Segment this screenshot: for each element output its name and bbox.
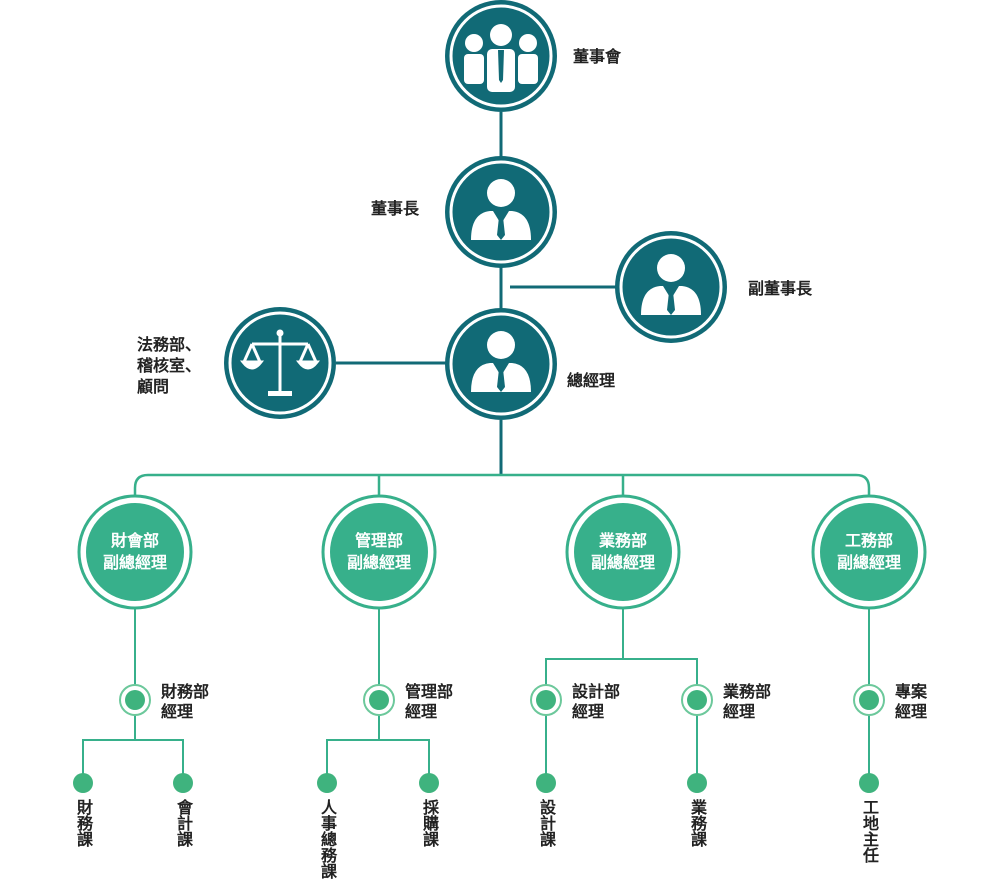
manager-admin-label: 管理部 經理: [405, 682, 454, 721]
section-nodes: [73, 773, 879, 793]
manager-finance-label: 財務部 經理: [161, 682, 210, 721]
scales-icon: [239, 329, 321, 396]
manager-design-label: 設計部 經理: [572, 682, 621, 721]
legal-label: 法務部、 稽核室、 顧問: [137, 335, 202, 396]
manager-sales-label: 業務部 經理: [723, 682, 772, 721]
section-finance-label: 財務課: [74, 799, 93, 847]
vp-sales-name: 業務部 副總經理: [590, 531, 655, 572]
chairman-label: 董事長: [371, 199, 420, 218]
manager-project-label: 專案 經理: [895, 682, 928, 721]
businessman-icon: [471, 179, 531, 240]
vp-connectors: [133, 473, 871, 497]
vp-circles: [77, 494, 927, 610]
section-site-label: 工地主任: [860, 799, 879, 863]
vice-chairman-label: 副董事長: [748, 279, 813, 298]
section-accounting-label: 會計課: [174, 799, 193, 847]
legal-node: [224, 307, 336, 419]
vp-admin-name: 管理部 副總經理: [346, 531, 411, 572]
businessman-icon: [641, 254, 701, 315]
gm-node: [445, 308, 557, 420]
manager-nodes: [119, 684, 885, 716]
gm-label: 總經理: [567, 371, 616, 390]
vp-engineering-name: 工務部 副總經理: [836, 531, 901, 572]
section-sales-label: 業務課: [688, 799, 707, 847]
vice-chairman-node: [615, 231, 727, 343]
board-node: [445, 0, 557, 112]
board-label: 董事會: [573, 47, 622, 66]
people-group-icon: [464, 24, 538, 92]
businessman-icon: [471, 331, 531, 392]
top-connectors: [336, 112, 620, 475]
chairman-node: [445, 156, 557, 268]
vp-finance-name: 財會部 副總經理: [102, 531, 167, 572]
section-design-label: 設計課: [537, 799, 556, 847]
section-purchasing-label: 採購課: [420, 799, 439, 847]
section-hr-label: 人事總務課: [318, 799, 337, 879]
